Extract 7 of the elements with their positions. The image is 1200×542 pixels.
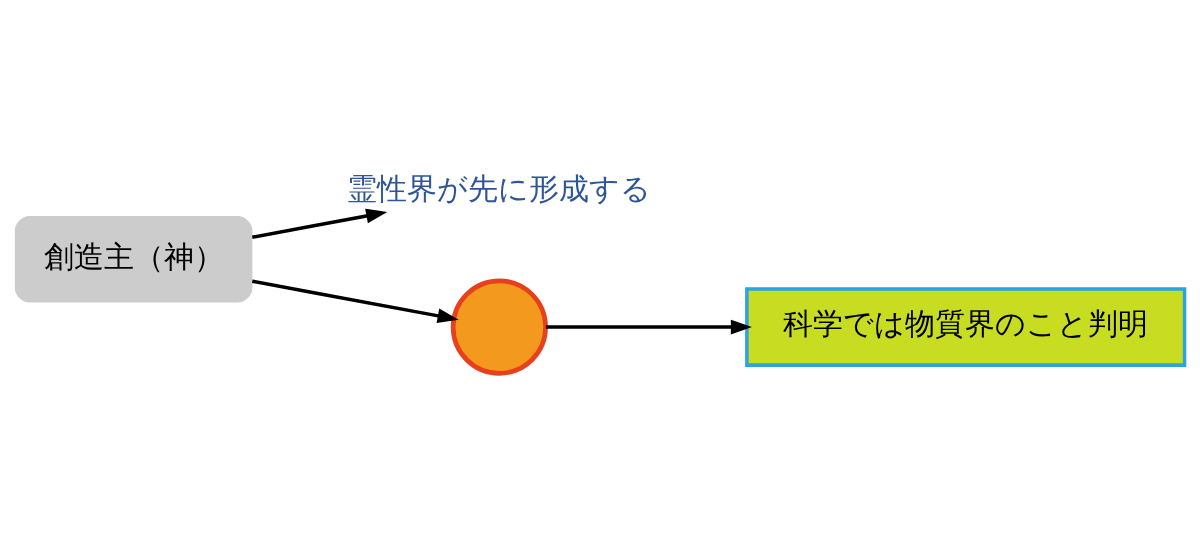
- arrow: [251, 208, 388, 239]
- node-text: 霊性界が先に形成する: [347, 170, 652, 206]
- node-box: 科学では物質界のこと判明: [745, 286, 1187, 367]
- node-box: 創造主（神）: [14, 215, 253, 302]
- node-circle: [450, 278, 548, 376]
- arrow: [545, 319, 752, 334]
- arrow: [251, 278, 459, 323]
